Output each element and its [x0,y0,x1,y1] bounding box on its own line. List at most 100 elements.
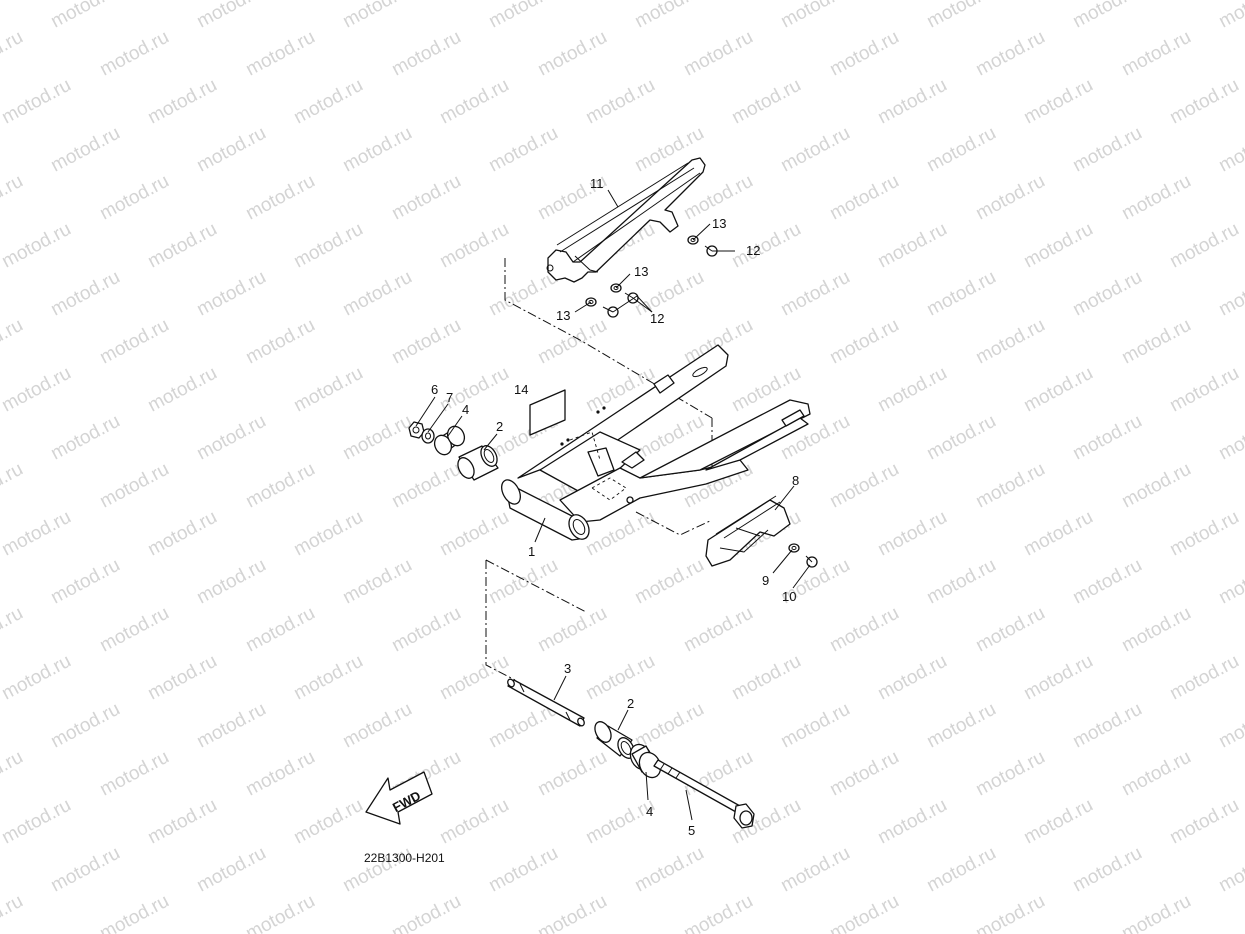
watermark-text: motod.ru [923,699,999,753]
watermark-text: motod.ru [923,843,999,897]
watermark-text: motod.ru [242,603,318,657]
watermark-text: motod.ru [242,27,318,81]
watermark-text: motod.ru [874,363,950,417]
watermark-text: motod.ru [47,411,123,465]
pivot-washer[interactable] [421,428,435,444]
callout-2: 2 [496,419,503,434]
pivot-collar-rear[interactable] [626,741,664,781]
watermark-text: motod.ru [534,603,610,657]
watermark-text: motod.ru [1166,219,1242,273]
watermark-text: motod.ru [1118,27,1194,81]
watermark-text: motod.ru [388,459,464,513]
watermark-text: motod.ru [485,843,561,897]
watermark-text: motod.ru [193,699,269,753]
watermark-text: motod.ru [1166,75,1242,129]
watermark-text: motod.ru [1215,0,1245,32]
callout-1: 1 [528,544,535,559]
watermark-text: motod.ru [485,123,561,177]
watermark-text: motod.ru [777,699,853,753]
watermark-text: motod.ru [144,507,220,561]
watermark-text: motod.ru [436,507,512,561]
watermark-text: motod.ru [388,27,464,81]
watermark-text: motod.ru [1166,651,1242,705]
watermark-text: motod.ru [47,843,123,897]
watermark-text: motod.ru [1166,363,1242,417]
watermark-text: motod.ru [1166,507,1242,561]
watermark-text: motod.ru [47,267,123,321]
watermark-text: motod.ru [582,795,658,849]
pivot-collar-front[interactable] [432,424,468,458]
watermark-text: motod.ru [728,651,804,705]
pivot-bushing-front[interactable] [455,443,501,481]
watermark-text: motod.ru [1215,699,1245,753]
watermark-text: motod.ru [47,123,123,177]
watermark-text: motod.ru [631,555,707,609]
watermark-text: motod.ru [388,603,464,657]
guard-bolt-upper[interactable] [687,235,718,257]
watermark-text: motod.ru [436,219,512,273]
watermark-text: motod.ru [874,651,950,705]
watermark-text: motod.ru [1166,795,1242,849]
watermark-text: motod.ru [534,27,610,81]
watermark-text: motod.ru [144,651,220,705]
watermark-text: motod.ru [388,171,464,225]
watermark-text: motod.ru [96,459,172,513]
caution-label[interactable] [529,389,566,436]
watermark-text: motod.ru [0,891,27,934]
watermark-text: motod.ru [193,843,269,897]
watermark-text: motod.ru [680,27,756,81]
watermark-text: motod.ru [534,315,610,369]
watermark-text: motod.ru [826,603,902,657]
assembly-line-shaft [485,559,587,681]
slider-washer[interactable] [788,543,800,553]
watermark-text: motod.ru [47,555,123,609]
watermark-text: motod.ru [534,747,610,801]
watermark-text: motod.ru [631,0,707,32]
slider-bolt[interactable] [805,555,818,568]
callout-numbers: 11 13 12 13 13 12 6 7 4 2 14 1 8 9 10 3 … [431,176,799,838]
watermark-text: motod.ru [388,315,464,369]
callout-9: 9 [762,573,769,588]
watermark-text: motod.ru [0,27,27,81]
chain-guard[interactable] [546,157,706,283]
watermark-text: motod.ru [242,891,318,934]
watermark-text: motod.ru [777,0,853,32]
watermark-text: motod.ru [0,651,75,705]
watermark-text: motod.ru [680,891,756,934]
callout-12: 12 [746,243,760,258]
watermark-text: motod.ru [290,507,366,561]
watermark-text: motod.ru [1118,747,1194,801]
watermark-text: motod.ru [972,315,1048,369]
watermark-text: motod.ru [485,555,561,609]
watermark-text: motod.ru [777,843,853,897]
assembly-line-guard [504,258,713,419]
watermark-text: motod.ru [1215,555,1245,609]
watermark-text: motod.ru [1020,363,1096,417]
pivot-bolt[interactable] [653,759,755,829]
watermark-text: motod.ru [1215,843,1245,897]
watermark-text: motod.ru [339,699,415,753]
watermark-text: motod.ru [972,459,1048,513]
callout-14: 14 [514,382,528,397]
watermark-text: motod.ru [777,267,853,321]
watermark-text: motod.ru [485,0,561,32]
watermark-text: motod.ru [728,219,804,273]
chain-slider[interactable] [705,495,791,567]
watermark-text: motod.ru [923,555,999,609]
watermark-text: motod.ru [1069,267,1145,321]
watermark-text: motod.ru [242,171,318,225]
watermark-text: motod.ru [826,747,902,801]
swingarm[interactable] [498,344,811,543]
watermark-text: motod.ru [0,747,27,801]
watermark-text: motod.ru [1020,219,1096,273]
watermark-text: motod.ru [388,891,464,934]
callout-4: 4 [646,804,653,819]
pivot-shaft[interactable] [506,678,585,727]
watermark-text: motod.ru [923,267,999,321]
watermark-text: motod.ru [290,795,366,849]
watermark-text: motod.ru [826,315,902,369]
watermark-text: motod.ru [0,315,27,369]
watermark-text: motod.ru [144,363,220,417]
watermark-text: motod.ru [0,219,75,273]
watermark-text: motod.ru [193,411,269,465]
